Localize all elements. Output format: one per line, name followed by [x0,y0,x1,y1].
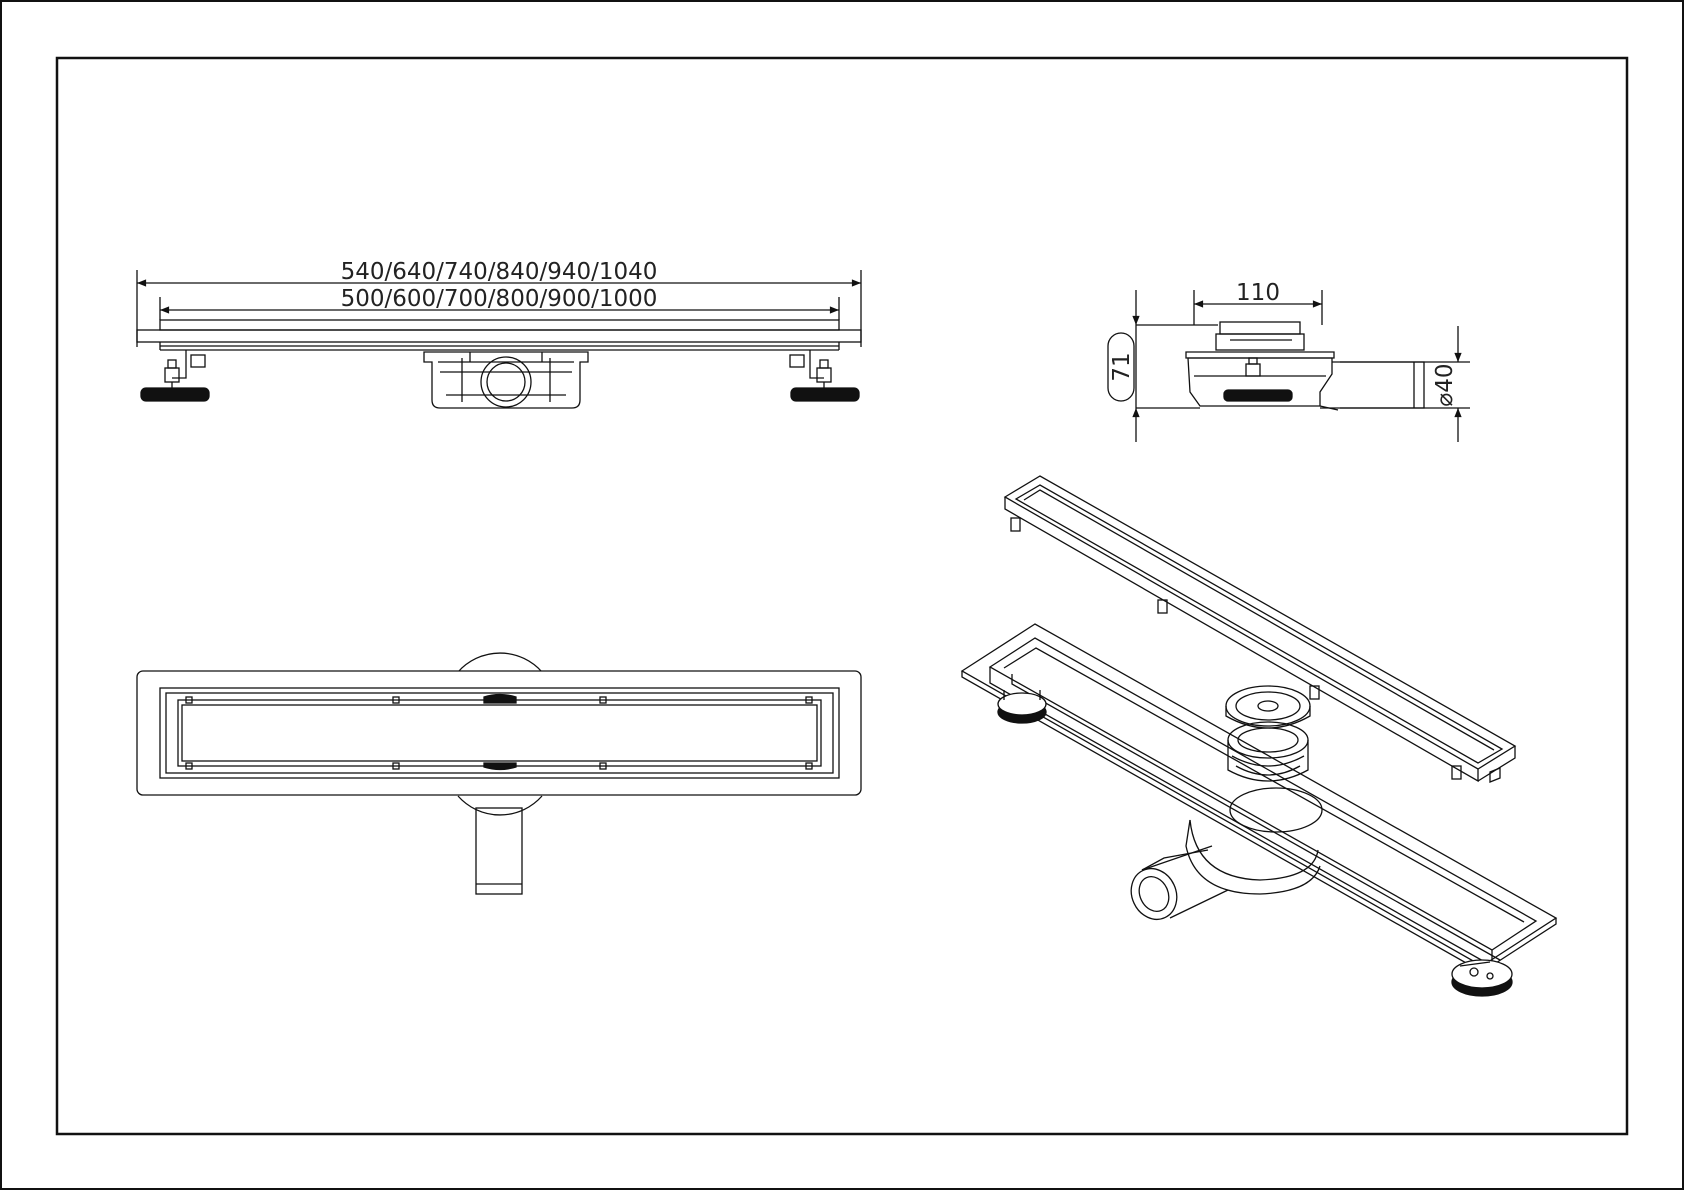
iso-outlet [1130,787,1323,920]
iso-outlet-pipe-end [1130,868,1178,920]
side-view [1107,290,1470,442]
front-view [136,270,862,409]
outlet-circle [457,652,543,673]
flange-plate [136,670,862,796]
overall-length-label: 540/640/740/840/940/1040 [341,259,658,285]
top-view [136,652,862,895]
side-levelling-foot [1223,389,1293,402]
iso-strainer [1225,685,1311,782]
height-label-box [1107,332,1135,402]
iso-feet [997,690,1513,997]
isometric-view [960,475,1558,997]
right-levelling-foot [790,387,860,402]
outlet-pipe [475,807,523,895]
diameter-label: ⌀40 [1432,363,1458,406]
drawing-frame [55,56,1629,1136]
iso-channel [960,623,1558,974]
channel-length-label: 500/600/700/800/900/1000 [341,286,658,312]
left-levelling-foot [140,387,210,402]
iso-grate-cover [1003,475,1517,783]
width-label: 110 [1236,280,1280,306]
height-label: 71 [1109,352,1135,381]
